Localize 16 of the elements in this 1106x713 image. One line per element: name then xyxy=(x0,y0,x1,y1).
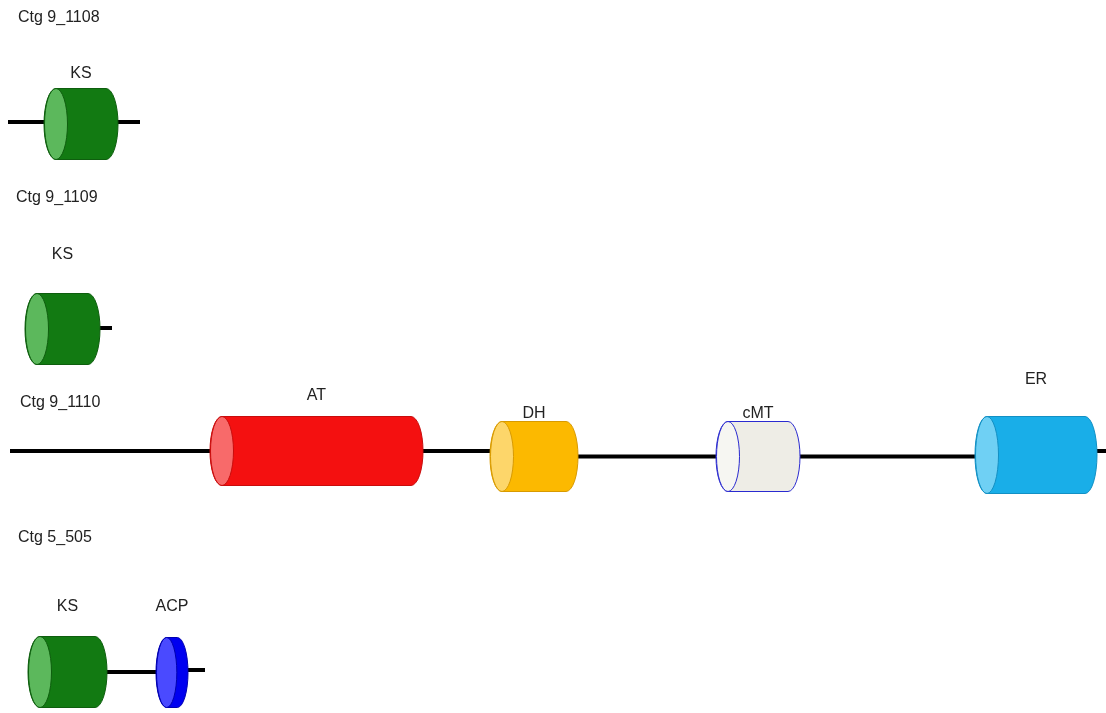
domain-label: KS xyxy=(56,597,79,615)
domain-label: KS xyxy=(70,64,92,82)
backbone-line xyxy=(423,449,490,453)
domain-label: cMT xyxy=(742,404,774,422)
contig-label: Ctg 9_1109 xyxy=(16,188,98,206)
backbone-line xyxy=(800,454,975,459)
contig-label: Ctg 5_505 xyxy=(18,528,92,546)
backbone-line xyxy=(578,454,716,459)
domain-label: AT xyxy=(306,386,327,404)
backbone-line xyxy=(107,670,156,674)
contig-label: Ctg 9_1110 xyxy=(20,393,101,411)
domain-label: KS xyxy=(51,245,74,263)
contig-label: Ctg 9_1108 xyxy=(18,8,100,26)
domain-label: ER xyxy=(1024,370,1048,388)
domain-label: ACP xyxy=(155,597,189,615)
domain-label: DH xyxy=(522,404,546,422)
